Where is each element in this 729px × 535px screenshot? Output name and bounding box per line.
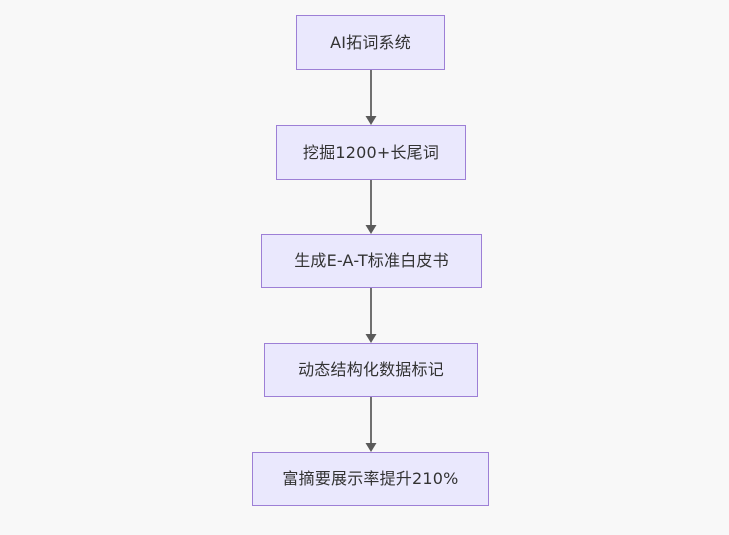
flow-node-n5[interactable]: 富摘要展示率提升210% bbox=[252, 452, 489, 506]
edge-arrowhead bbox=[365, 443, 377, 452]
flow-node-n4[interactable]: 动态结构化数据标记 bbox=[264, 343, 478, 397]
flow-node-n1[interactable]: AI拓词系统 bbox=[296, 15, 445, 70]
flow-edge-n3-to-n4 bbox=[365, 288, 377, 343]
edge-arrowhead bbox=[365, 225, 377, 234]
flow-node-label: AI拓词系统 bbox=[330, 32, 411, 52]
flow-node-label: 动态结构化数据标记 bbox=[298, 360, 444, 380]
flow-node-n2[interactable]: 挖掘1200+长尾词 bbox=[276, 125, 466, 180]
flow-node-label: 富摘要展示率提升210% bbox=[282, 469, 459, 489]
flow-edge-n4-to-n5 bbox=[365, 397, 377, 452]
flow-node-label: 生成E-A-T标准白皮书 bbox=[294, 251, 449, 271]
flow-edge-n2-to-n3 bbox=[365, 180, 377, 234]
edge-arrowhead bbox=[365, 334, 377, 343]
flow-node-n3[interactable]: 生成E-A-T标准白皮书 bbox=[261, 234, 482, 288]
edge-arrowhead bbox=[365, 116, 377, 125]
flow-edge-n1-to-n2 bbox=[365, 70, 377, 125]
flow-node-label: 挖掘1200+长尾词 bbox=[302, 142, 440, 162]
